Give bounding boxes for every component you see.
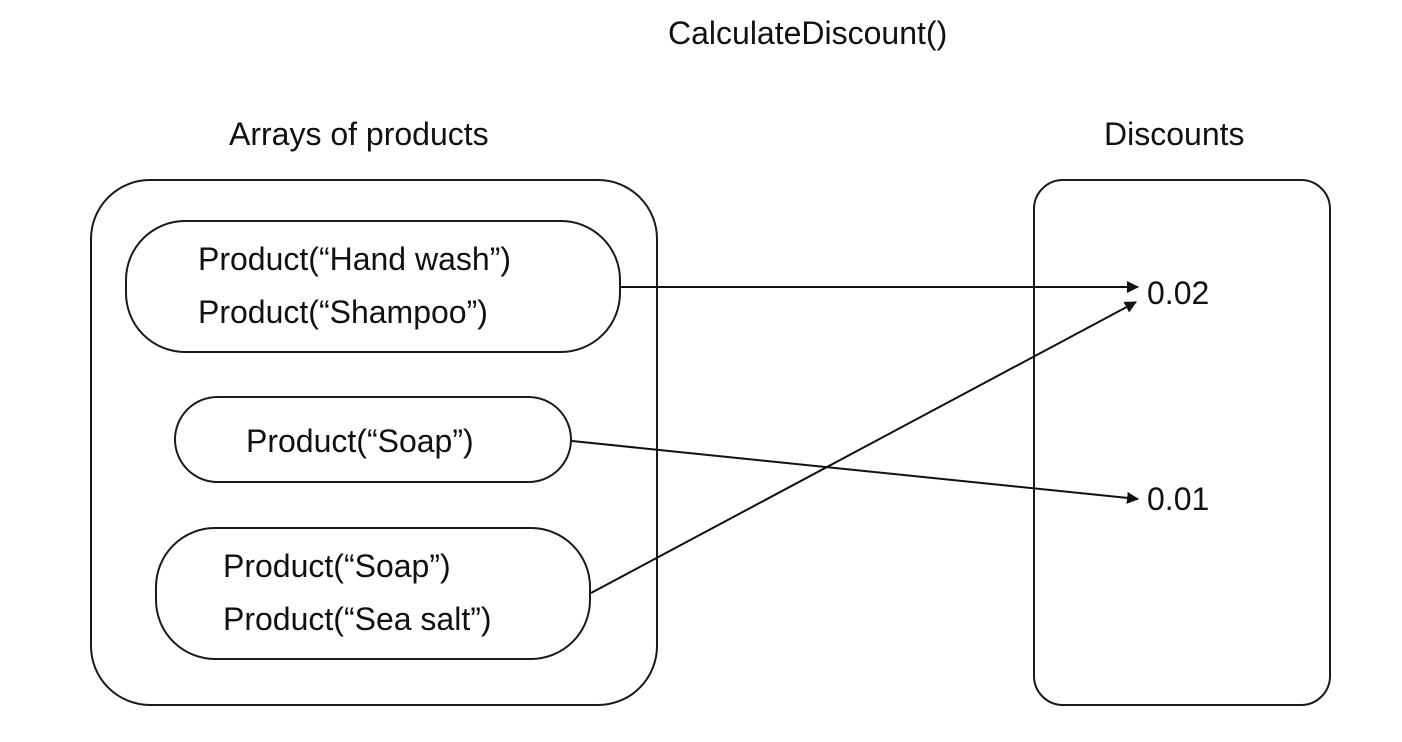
discount-value-low: 0.01 <box>1147 481 1210 517</box>
product-label: Product(“Soap”) <box>223 548 451 584</box>
product-label: Product(“Hand wash”) <box>198 241 511 277</box>
arrow-group3-to-high <box>590 301 1137 594</box>
discounts-heading: Discounts <box>1104 116 1245 152</box>
product-group-2 <box>174 396 572 483</box>
discounts-container <box>1033 179 1331 706</box>
products-heading: Arrays of products <box>229 116 489 152</box>
diagram-title: CalculateDiscount() <box>668 15 948 51</box>
product-label: Product(“Soap”) <box>246 423 474 459</box>
products-container <box>90 179 658 706</box>
product-group-3 <box>155 527 591 660</box>
product-group-1 <box>125 220 621 353</box>
product-label: Product(“Sea salt”) <box>223 601 492 637</box>
arrow-group2-to-low <box>571 440 1139 504</box>
product-label: Product(“Shampoo”) <box>198 294 488 330</box>
discount-value-high: 0.02 <box>1147 275 1210 311</box>
